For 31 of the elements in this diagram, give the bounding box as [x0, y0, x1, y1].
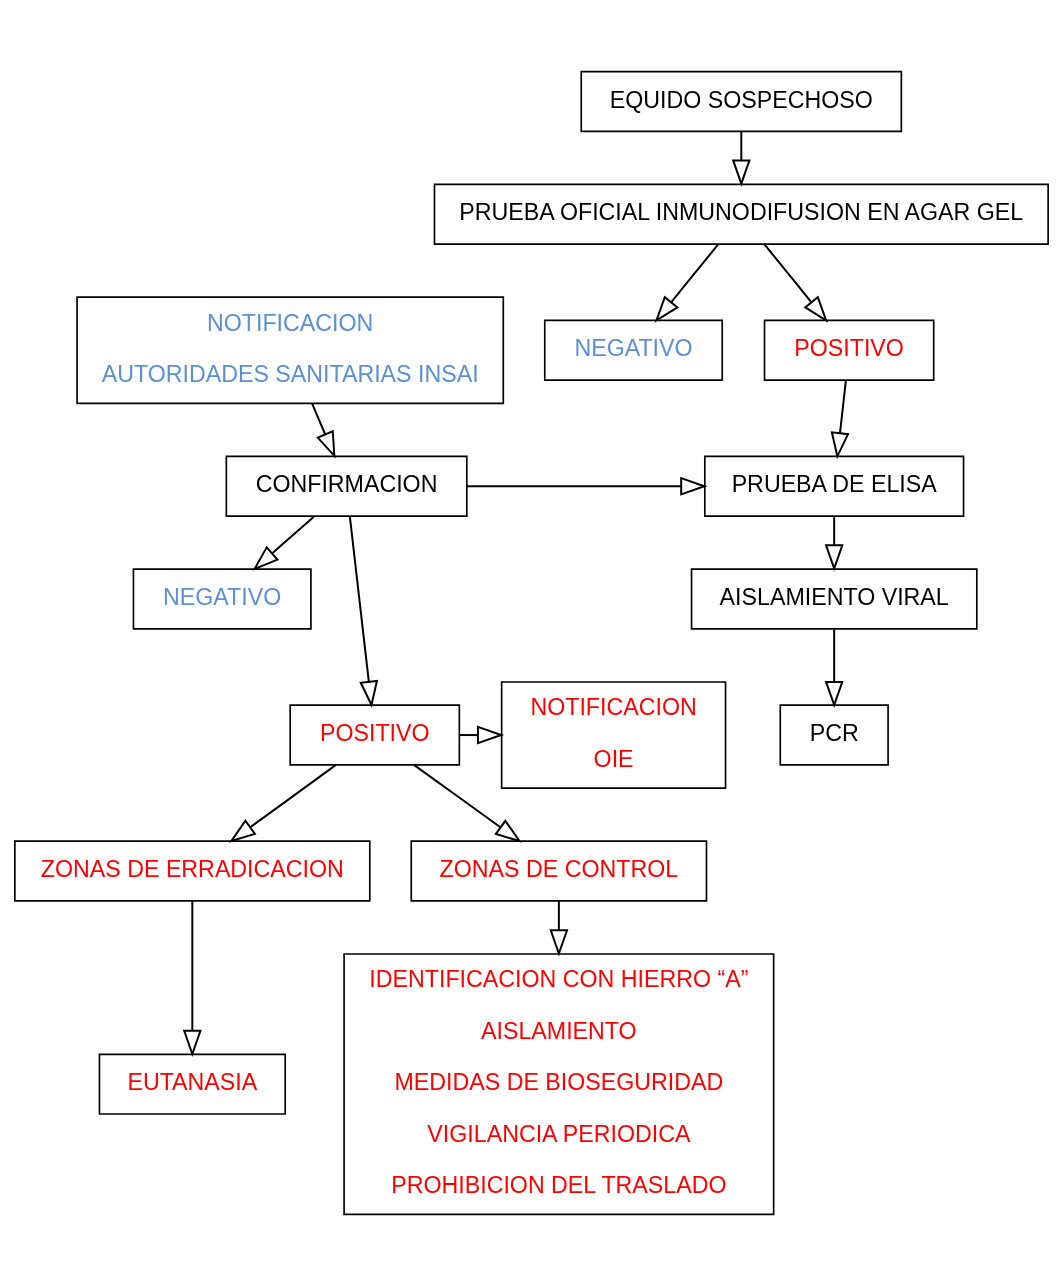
- arrow: [311, 402, 336, 459]
- node-box: PRUEBA OFICIAL INMUNODIFUSION EN AGAR GEL: [433, 183, 1049, 245]
- arrow: [182, 899, 202, 1057]
- node-box: ZONAS DE CONTROL: [410, 839, 708, 902]
- node-box: EQUIDO SOSPECHOSO: [580, 70, 903, 132]
- arrow: [731, 130, 751, 187]
- arrow: [458, 725, 505, 745]
- node-box: ZONAS DE ERRADICACION: [14, 839, 371, 902]
- arrow: [413, 763, 522, 843]
- node-box: IDENTIFICACION CON HIERRO “A” AISLAMIENTO MEDIDAS DE BIOSEGURIDAD VIGILANCIA PERIODICA PROHIBICION DEL TRASLADO: [343, 952, 775, 1215]
- arrow: [824, 628, 844, 708]
- arrow: [830, 379, 850, 459]
- arrow: [824, 515, 844, 571]
- arrow: [549, 899, 569, 957]
- arrow: [466, 476, 708, 496]
- arrow: [228, 763, 337, 843]
- node-box: PCR: [779, 703, 889, 766]
- node-box: POSITIVO: [289, 703, 461, 766]
- node-box: NOTIFICACION OIE: [500, 680, 727, 789]
- node-box: CONFIRMACION: [225, 455, 468, 517]
- arrow: [348, 515, 379, 708]
- node-box: AISLAMIENTO VIRAL: [690, 567, 978, 630]
- node-box: POSITIVO: [763, 319, 935, 381]
- node-box: PRUEBA DE ELISA: [704, 455, 965, 517]
- node-box: EUTANASIA: [98, 1053, 287, 1115]
- arrow: [252, 515, 315, 571]
- node-box: NEGATIVO: [132, 567, 312, 630]
- node-box: NOTIFICACION AUTORIDADES SANITARIAS INSAI: [76, 295, 505, 404]
- node-box: NEGATIVO: [543, 319, 724, 381]
- arrow: [654, 243, 719, 323]
- arrow: [763, 243, 829, 323]
